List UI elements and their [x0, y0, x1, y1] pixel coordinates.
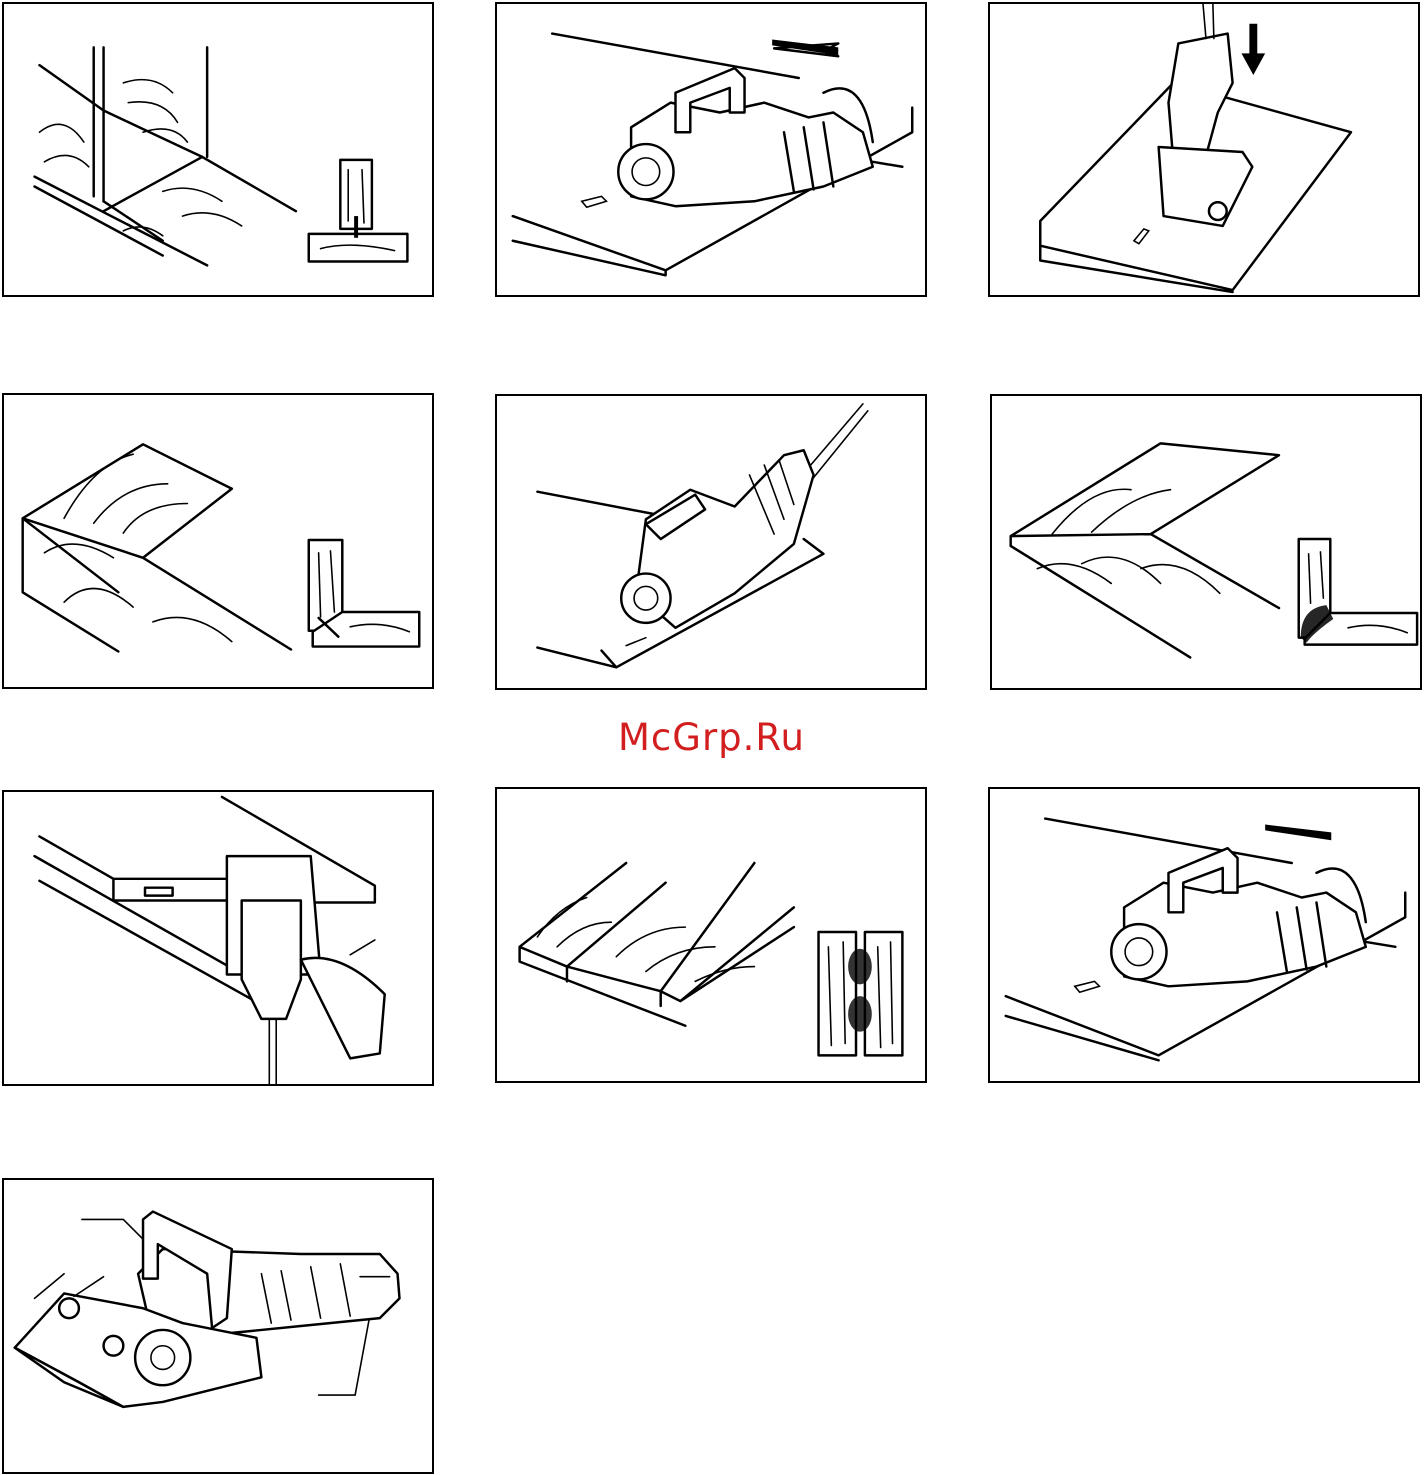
- figure-panel-9: [988, 787, 1420, 1083]
- figure-panel-1: [2, 2, 434, 297]
- figure-panel-6: [990, 394, 1422, 690]
- edge-to-edge-illustration: [497, 789, 925, 1081]
- mitre-plates-illustration: [992, 396, 1420, 688]
- figure-panel-4: [2, 393, 434, 689]
- underside-cut-illustration: [4, 792, 432, 1084]
- plate-joiner-overview-illustration: [4, 1180, 432, 1472]
- figure-panel-2: [495, 2, 927, 297]
- plate-joiner-cutting-illustration: [497, 4, 925, 295]
- figure-panel-5: [495, 394, 927, 690]
- watermark-text: McGrp.Ru: [618, 716, 818, 760]
- vertical-cut-illustration: [990, 4, 1418, 295]
- figure-panel-7: [2, 790, 434, 1086]
- angled-cut-illustration: [497, 396, 925, 688]
- mitre-board-illustration: [4, 395, 432, 687]
- figure-panel-10: [2, 1178, 434, 1474]
- figure-panel-3: [988, 2, 1420, 297]
- plate-joiner-cutting-illustration-2: [990, 789, 1418, 1081]
- figure-panel-8: [495, 787, 927, 1083]
- corner-joint-illustration: [4, 4, 432, 295]
